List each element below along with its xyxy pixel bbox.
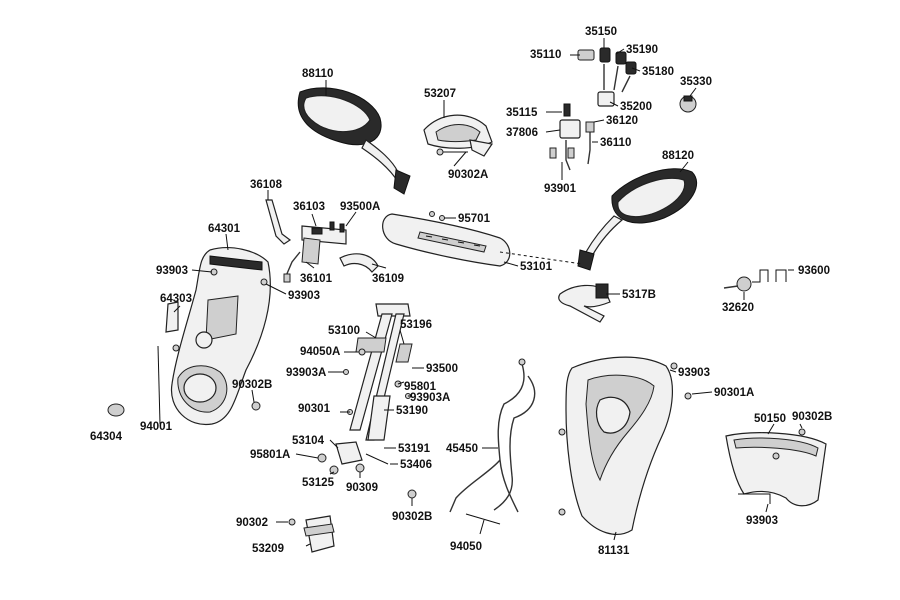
- brake-cables: [407, 358, 536, 525]
- label-93903-a: 93903: [156, 265, 188, 277]
- label-36120: 36120: [606, 115, 638, 127]
- label-64303: 64303: [160, 293, 192, 305]
- label-53101: 53101: [520, 261, 553, 273]
- label-32620: 32620: [722, 302, 754, 314]
- handlebar: [382, 211, 583, 267]
- label-35190: 35190: [626, 44, 658, 56]
- front-cover: [165, 247, 271, 426]
- label-36110: 36110: [600, 137, 631, 149]
- label-93903-d: 93903: [746, 515, 778, 527]
- label-90301: 90301: [298, 403, 331, 415]
- label-45450: 45450: [446, 443, 478, 455]
- label-35115: 35115: [506, 107, 538, 119]
- label-53196: 53196: [400, 319, 432, 331]
- label-94050A: 94050A: [300, 346, 340, 358]
- label-90302B-a: 90302B: [232, 379, 272, 391]
- label-93901: 93901: [544, 183, 577, 195]
- label-90302: 90302: [236, 517, 268, 529]
- leader-lines: [157, 38, 803, 547]
- label-93903-b: 93903: [288, 290, 320, 302]
- label-93500A: 93500A: [340, 201, 380, 213]
- label-88120: 88120: [662, 150, 694, 162]
- part-labels: 88110 53207 35150 35110 35190 35180 3533…: [90, 26, 832, 557]
- label-88110: 88110: [302, 68, 333, 80]
- label-93903-c: 93903: [678, 367, 710, 379]
- label-90302B-c: 90302B: [392, 511, 432, 523]
- label-95701: 95701: [458, 213, 491, 225]
- label-53207: 53207: [424, 88, 456, 100]
- label-50150: 50150: [754, 413, 786, 425]
- label-36108: 36108: [250, 179, 283, 191]
- label-90302B-b: 90302B: [792, 411, 832, 423]
- label-95801A: 95801A: [250, 449, 290, 461]
- label-93500: 93500: [426, 363, 458, 375]
- brake-lever: [558, 283, 611, 323]
- label-35110: 35110: [530, 49, 561, 61]
- storage-tray: [725, 428, 827, 507]
- hose-36109: [339, 253, 379, 273]
- label-90302A: 90302A: [448, 169, 488, 181]
- handle-cover-53207: [423, 114, 494, 157]
- left-mirror: [297, 87, 411, 195]
- label-93600: 93600: [798, 265, 830, 277]
- label-94050: 94050: [450, 541, 482, 553]
- label-95801: 95801: [404, 381, 437, 393]
- switch-housing: [283, 221, 347, 283]
- label-53191: 53191: [398, 443, 431, 455]
- label-53125: 53125: [302, 477, 335, 489]
- label-53190: 53190: [396, 405, 428, 417]
- label-53209: 53209: [252, 543, 284, 555]
- label-93903A-a: 93903A: [286, 367, 326, 379]
- label-37806: 37806: [506, 127, 538, 139]
- label-36109: 36109: [372, 273, 404, 285]
- steering-column: [251, 303, 413, 475]
- label-53406: 53406: [400, 459, 432, 471]
- label-64304: 64304: [90, 431, 123, 443]
- label-53104: 53104: [292, 435, 325, 447]
- label-35200: 35200: [620, 101, 652, 113]
- label-36103: 36103: [293, 201, 325, 213]
- label-93903A-b: 93903A: [410, 392, 450, 404]
- switch-cluster: [549, 47, 697, 171]
- bracket-36108: [265, 199, 292, 245]
- label-35330: 35330: [680, 76, 712, 88]
- label-81131: 81131: [598, 545, 630, 557]
- label-5317B: 5317B: [622, 289, 656, 301]
- leg-shield: [558, 356, 692, 535]
- label-53100: 53100: [328, 325, 360, 337]
- label-64301: 64301: [208, 223, 241, 235]
- label-90309: 90309: [346, 482, 378, 494]
- bottom-sleeve: [288, 515, 335, 553]
- label-94001: 94001: [140, 421, 173, 433]
- label-35180: 35180: [642, 66, 674, 78]
- label-90301A: 90301A: [714, 387, 754, 399]
- small-switch: [723, 269, 787, 292]
- label-35150: 35150: [585, 26, 617, 38]
- cap-64304: [107, 403, 125, 417]
- right-mirror: [577, 168, 698, 271]
- label-36101: 36101: [300, 273, 333, 285]
